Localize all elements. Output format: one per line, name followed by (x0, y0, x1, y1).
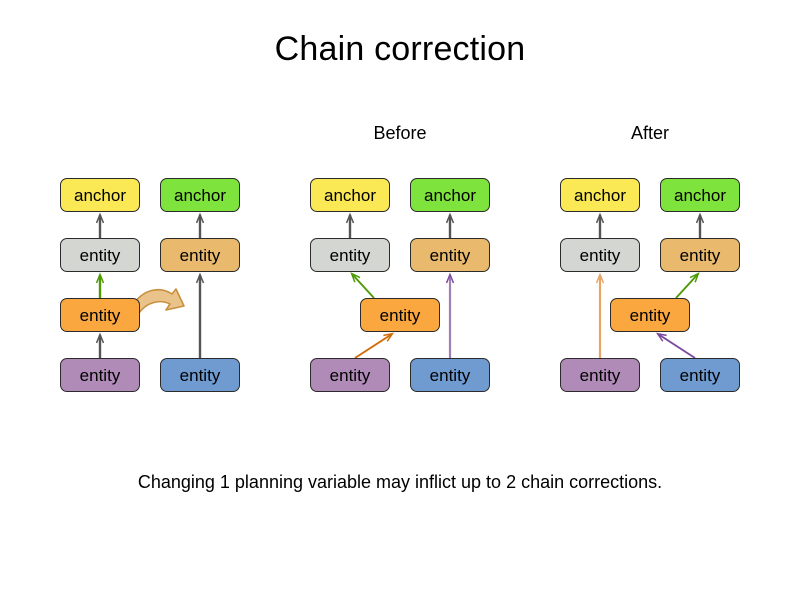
node-entity[interactable]: entity (310, 358, 390, 392)
node-entity[interactable]: entity (560, 238, 640, 272)
node-entity[interactable]: entity (60, 358, 140, 392)
node-entity[interactable]: entity (610, 298, 690, 332)
node-entity[interactable]: entity (410, 238, 490, 272)
node-entity[interactable]: entity (660, 358, 740, 392)
node-entity[interactable]: entity (60, 238, 140, 272)
page-title: Chain correction (274, 30, 526, 68)
node-anchor[interactable]: anchor (310, 178, 390, 212)
group-label-before: Before (373, 123, 427, 143)
node-entity[interactable]: entity (160, 238, 240, 272)
node-entity[interactable]: entity (660, 238, 740, 272)
node-entity[interactable]: entity (560, 358, 640, 392)
group-label-after: After (630, 123, 669, 143)
curved-move-arrow-icon (132, 288, 185, 314)
node-anchor[interactable]: anchor (660, 178, 740, 212)
node-entity[interactable]: entity (310, 238, 390, 272)
node-entity[interactable]: entity (160, 358, 240, 392)
node-anchor[interactable]: anchor (60, 178, 140, 212)
node-anchor[interactable]: anchor (160, 178, 240, 212)
edge-g3-orange-to-tan (675, 274, 698, 299)
slide-caption: Changing 1 planning variable may inflict… (137, 472, 663, 492)
node-entity[interactable]: entity (360, 298, 440, 332)
edge-g3-blue-to-orange (658, 334, 696, 359)
edge-g2-purple-to-orange (354, 334, 392, 359)
node-anchor[interactable]: anchor (560, 178, 640, 212)
node-entity[interactable]: entity (60, 298, 140, 332)
node-entity[interactable]: entity (410, 358, 490, 392)
node-anchor[interactable]: anchor (410, 178, 490, 212)
edge-g2-orange-to-gray (352, 274, 375, 299)
